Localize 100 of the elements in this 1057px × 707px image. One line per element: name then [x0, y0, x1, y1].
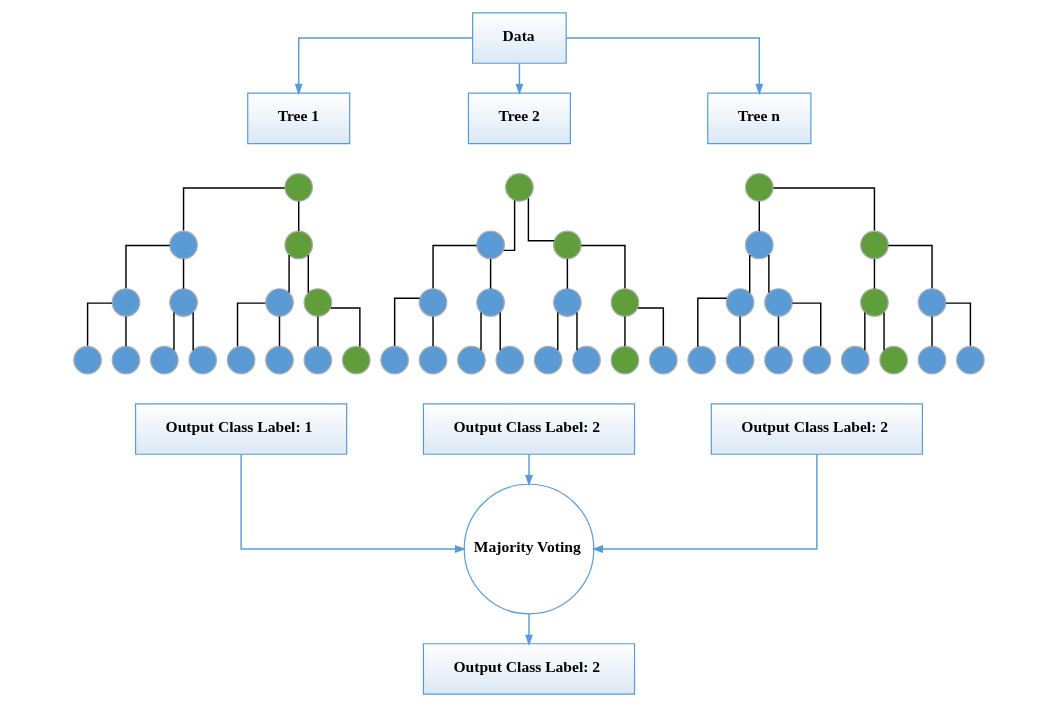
node-circle	[552, 288, 582, 317]
connector	[124, 244, 170, 289]
arrow	[591, 453, 818, 553]
node-circle	[744, 173, 774, 202]
node-circle	[802, 345, 831, 375]
connector	[393, 297, 420, 347]
node-circle	[379, 345, 409, 375]
node-box: Tree n	[706, 92, 811, 145]
connector	[329, 307, 361, 348]
node-circle	[418, 288, 447, 317]
connector	[297, 200, 299, 232]
arrow	[294, 37, 473, 96]
connector	[738, 315, 741, 347]
node-circle	[475, 230, 505, 260]
connector	[791, 302, 821, 348]
node-circle	[725, 345, 754, 375]
node-circle	[763, 345, 793, 375]
connector	[191, 311, 194, 351]
node-circle	[341, 345, 371, 375]
connector	[556, 311, 558, 351]
connector	[499, 311, 501, 351]
connector	[566, 258, 568, 290]
node-box: Tree 1	[246, 92, 350, 145]
connector	[944, 302, 971, 347]
connector	[86, 302, 113, 347]
arrow	[524, 613, 533, 646]
connector	[527, 197, 555, 242]
node-circle	[283, 230, 313, 260]
node-circle	[494, 345, 524, 375]
connector	[502, 199, 515, 252]
connector	[772, 187, 875, 232]
node-circle	[648, 345, 678, 375]
node-circle	[686, 345, 716, 375]
node-circle	[456, 345, 486, 375]
node-circle	[571, 345, 601, 375]
connector	[287, 254, 290, 294]
node-circle	[111, 288, 140, 317]
arrow	[514, 62, 523, 96]
connector	[172, 311, 175, 351]
node-box: Output Class Label: 2	[710, 403, 923, 455]
node-circle	[763, 288, 793, 317]
node-circle	[955, 345, 985, 375]
connector	[124, 315, 127, 347]
node-circle	[149, 345, 179, 375]
connector	[777, 315, 779, 347]
connector	[316, 315, 319, 347]
connector	[307, 254, 309, 294]
arrow	[524, 453, 533, 487]
node-circle	[283, 173, 313, 202]
connector	[873, 258, 875, 290]
node-box: Output Class Label: 2	[422, 403, 635, 455]
connector	[575, 311, 578, 351]
connector	[182, 258, 184, 290]
node-circle	[878, 345, 908, 375]
connector	[278, 315, 280, 347]
connector	[479, 311, 482, 351]
node-circle: Majority Voting	[463, 483, 594, 615]
node-circle	[725, 288, 754, 317]
connector	[623, 315, 626, 347]
connector	[636, 307, 664, 347]
node-circle	[533, 345, 563, 375]
node-circle	[303, 345, 332, 375]
node-circle	[168, 288, 198, 317]
node-circle	[610, 288, 639, 317]
connector	[863, 311, 866, 351]
connector	[489, 258, 491, 290]
node-circle	[303, 288, 332, 317]
node-circle	[418, 345, 447, 375]
node-circle	[552, 230, 582, 260]
node-box: Tree 2	[467, 92, 571, 145]
arrow	[239, 453, 466, 553]
connector	[696, 297, 727, 348]
node-circle	[72, 345, 102, 375]
node-circle	[859, 288, 889, 317]
connector	[767, 254, 770, 294]
node-box: Output Class Label: 1	[134, 403, 347, 455]
connector	[431, 244, 477, 289]
node-circle	[917, 288, 946, 317]
node-circle	[840, 345, 870, 375]
node-box: Data	[471, 12, 567, 64]
node-circle	[504, 173, 534, 202]
node-circle	[475, 288, 505, 317]
node-circle	[264, 345, 294, 375]
connector	[236, 302, 266, 348]
node-circle	[264, 288, 294, 317]
connector	[758, 200, 760, 232]
connector	[182, 187, 285, 232]
node-circle	[610, 345, 639, 375]
connector	[882, 311, 885, 351]
node-circle	[226, 345, 255, 375]
node-circle	[168, 230, 198, 260]
connector	[431, 315, 434, 347]
node-circle	[859, 230, 889, 260]
node-circle	[744, 230, 774, 260]
node-circle	[187, 345, 217, 375]
arrow	[565, 37, 763, 96]
connector	[748, 254, 750, 294]
connector	[887, 244, 933, 289]
connector	[580, 244, 626, 289]
node-box: Output Class Label: 2	[422, 643, 635, 695]
